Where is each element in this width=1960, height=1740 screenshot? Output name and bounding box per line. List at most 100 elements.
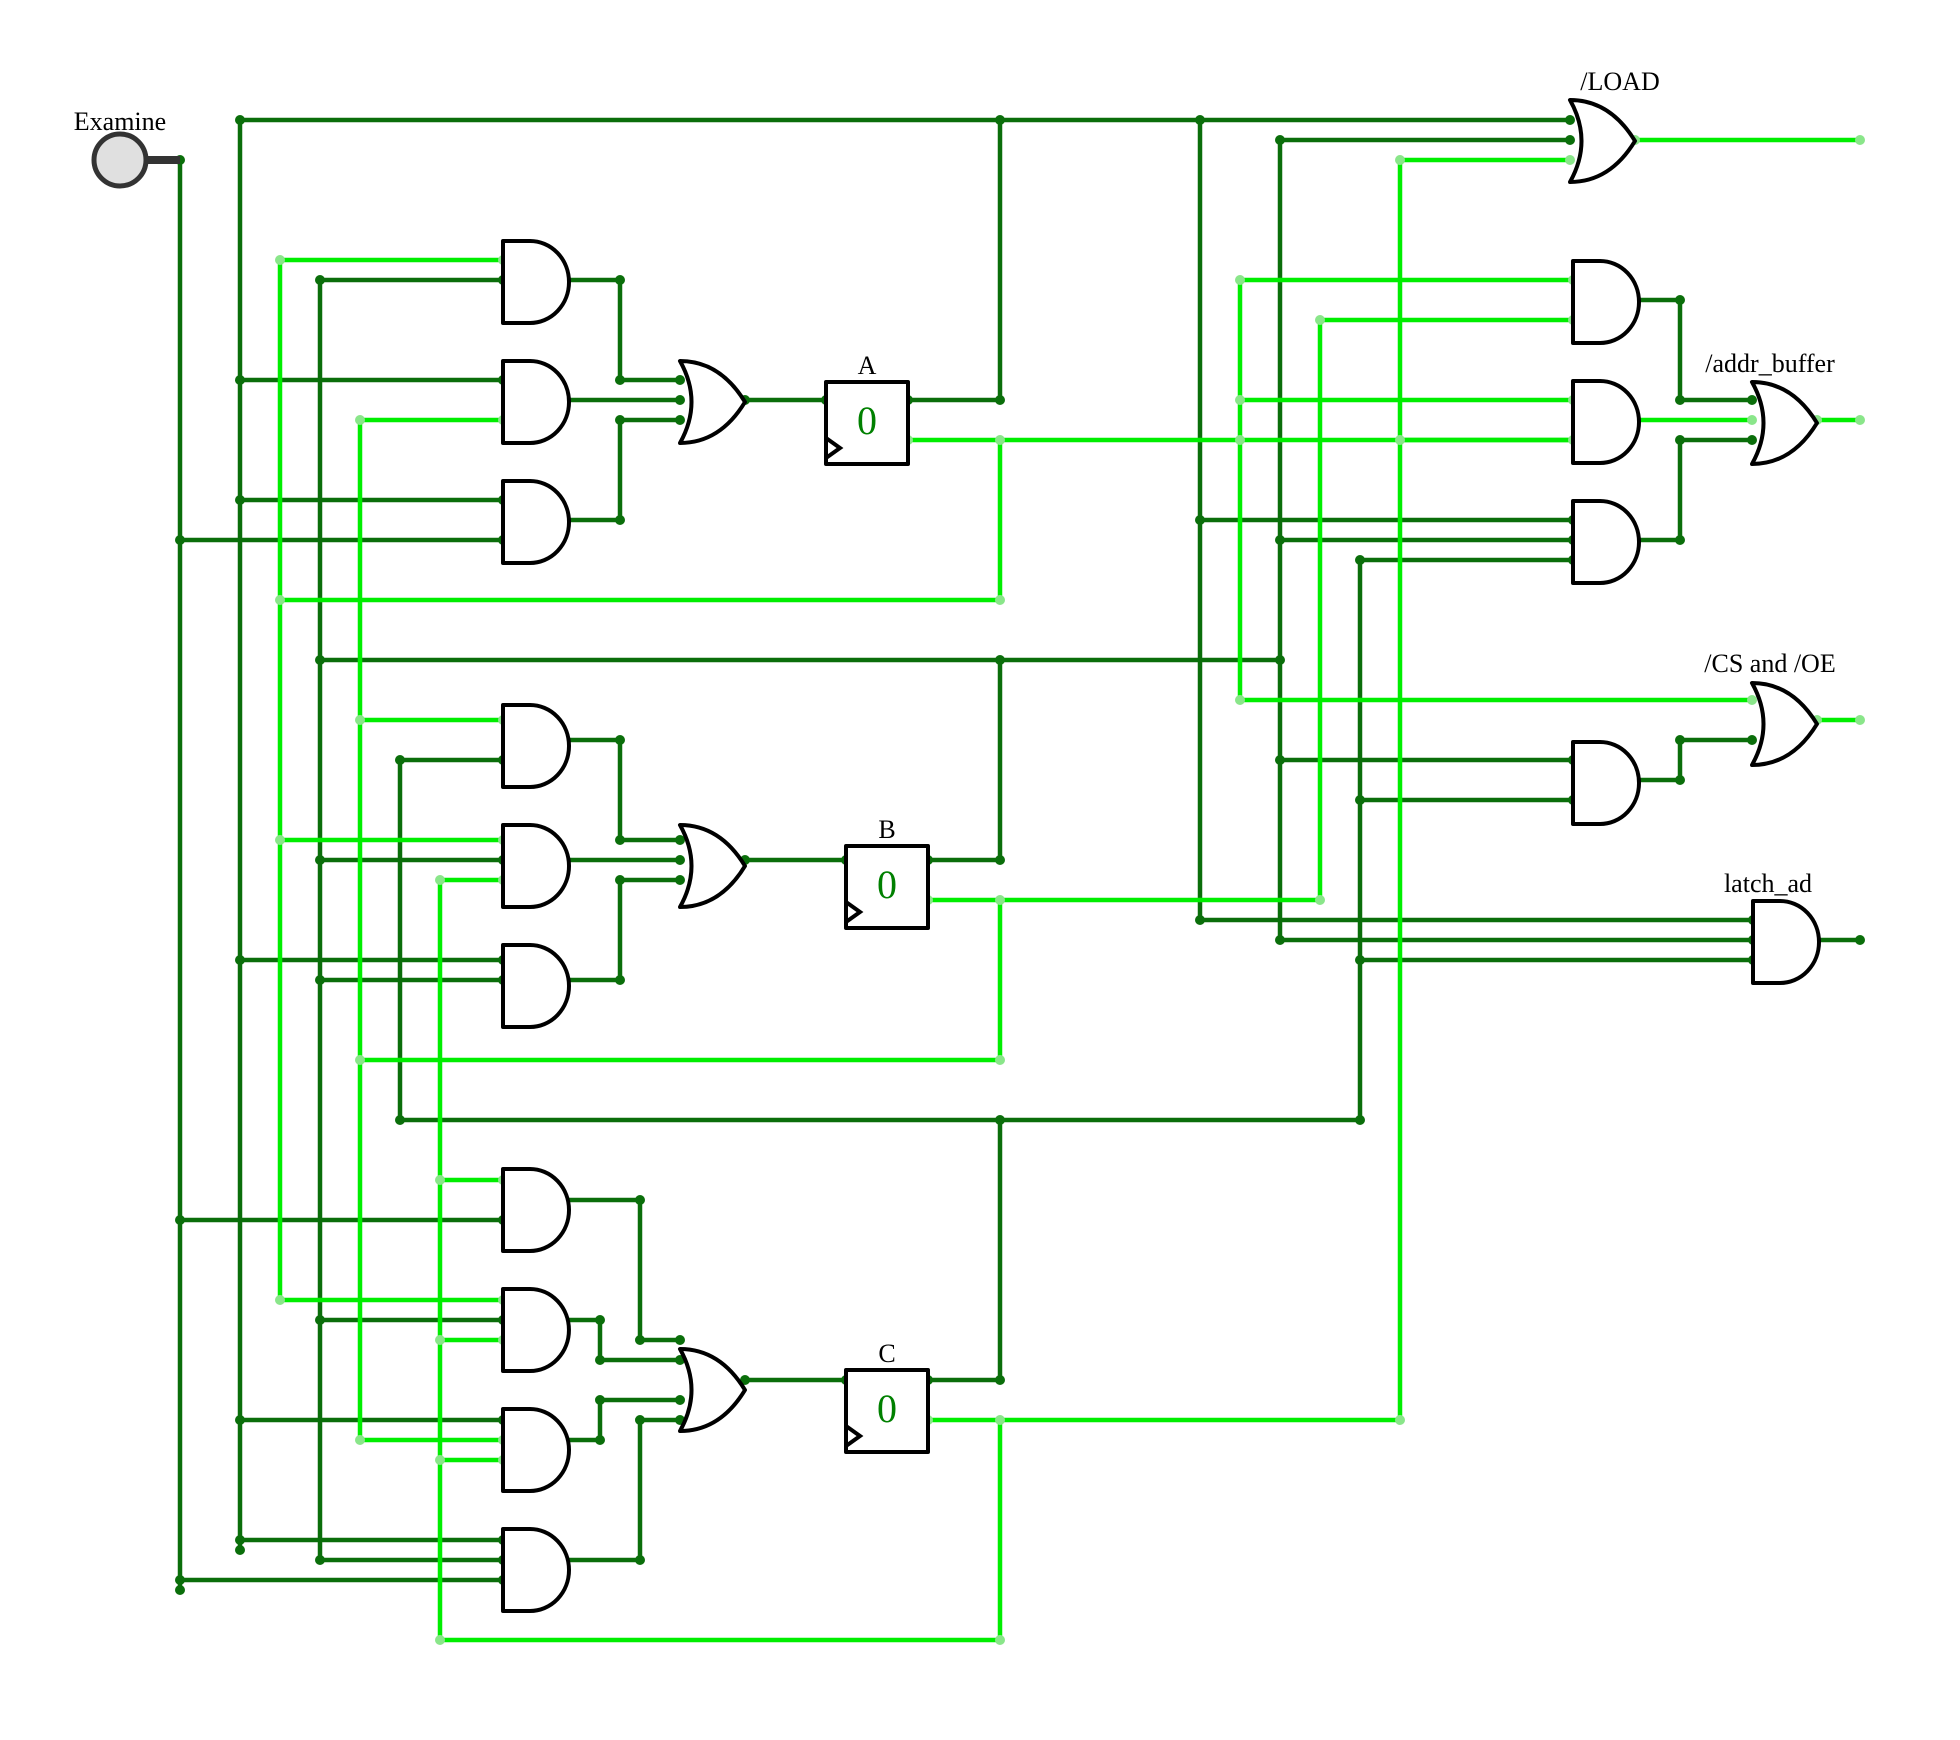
wire-junction-dot	[1235, 435, 1245, 445]
wire-junction-dot	[995, 855, 1005, 865]
wire-junction-dot	[615, 375, 625, 385]
wire-junction-dot	[275, 835, 285, 845]
or-gate-load	[1568, 98, 1637, 184]
wire-junction-dot	[615, 735, 625, 745]
wire-junction-dot	[175, 535, 185, 545]
wire-junction-dot	[1275, 655, 1285, 665]
wires-light-segment	[277, 437, 1003, 603]
examine-label: Examine	[74, 107, 166, 136]
wire-junction-dot	[1855, 135, 1865, 145]
examine-input[interactable]: Examine	[74, 107, 180, 189]
wire-junction-dot	[595, 1355, 605, 1365]
and-gate-a2	[501, 359, 571, 445]
wire-junction-dot	[235, 495, 245, 505]
and-gate-c3	[501, 1407, 571, 1493]
wire-junction-dot	[235, 955, 245, 965]
wire-junction-dot	[1195, 515, 1205, 525]
register-c-label: C	[878, 1339, 895, 1368]
wire-junction-dot	[435, 1335, 445, 1345]
and-gate-b1	[501, 703, 571, 789]
output-latch-ad-label: latch_ad	[1724, 869, 1812, 898]
wire-junction-dot	[675, 415, 685, 425]
wire-junction-dot	[1275, 755, 1285, 765]
high-signal-wires	[277, 137, 1863, 1643]
wire-junction-dot	[1675, 435, 1685, 445]
wire-junction-dot	[1235, 695, 1245, 705]
wires-dark-segment	[1627, 297, 1755, 403]
wire-junction-dot	[1747, 735, 1757, 745]
wire-junction-dot	[995, 1115, 1005, 1125]
wire-junction-dot	[995, 1055, 1005, 1065]
wire-junction-dot	[675, 395, 685, 405]
and-gate-out3	[1571, 499, 1641, 585]
wire-junction-dot	[275, 595, 285, 605]
wire-junction-dot	[1675, 395, 1685, 405]
wires-dark-segment	[1627, 437, 1755, 543]
wire-junction-dot	[435, 1455, 445, 1465]
wire-junction-dot	[435, 1175, 445, 1185]
wires-light-segment	[437, 1417, 1003, 1643]
wire-junction-dot	[355, 1055, 365, 1065]
wire-junction-dot	[235, 375, 245, 385]
wire-junction-dot	[675, 1395, 685, 1405]
wire-junction-dot	[615, 415, 625, 425]
output-load-label: /LOAD	[1580, 67, 1659, 96]
wire-junction-dot	[1355, 1115, 1365, 1125]
wire-junction-dot	[1395, 155, 1405, 165]
wire-junction-dot	[675, 855, 685, 865]
wire-junction-dot	[1747, 695, 1757, 705]
wire-junction-dot	[235, 1535, 245, 1545]
wire-junction-dot	[995, 1415, 1005, 1425]
wire-junction-dot	[315, 275, 325, 285]
and-gate-a3	[501, 479, 571, 565]
wire-junction-dot	[1315, 315, 1325, 325]
and-gate-out4	[1571, 740, 1641, 826]
and-gate-b3	[501, 943, 571, 1029]
wire-junction-dot	[1565, 155, 1575, 165]
wire-junction-dot	[315, 1315, 325, 1325]
wire-junction-dot	[1675, 735, 1685, 745]
wire-junction-dot	[355, 1435, 365, 1445]
wire-junction-dot	[1395, 1415, 1405, 1425]
wire-junction-dot	[1275, 135, 1285, 145]
wire-junction-dot	[1315, 895, 1325, 905]
wire-junction-dot	[635, 1335, 645, 1345]
wires-dark-segment	[1627, 737, 1755, 783]
wire-junction-dot	[1355, 555, 1365, 565]
wire-junction-dot	[1675, 295, 1685, 305]
and-gate-out1	[1571, 259, 1641, 345]
wire-junction-dot	[1355, 795, 1365, 805]
wire-junction-dot	[395, 1115, 405, 1125]
wire-junction-dot	[1747, 395, 1757, 405]
wire-junction-dot	[1395, 435, 1405, 445]
wire-junction-dot	[1235, 395, 1245, 405]
wire-junction-dot	[675, 835, 685, 845]
wire-junction-dot	[615, 875, 625, 885]
wires-dark-segment	[557, 877, 683, 983]
wires-dark-segment	[557, 417, 683, 523]
low-signal-wires	[177, 117, 1863, 1593]
register-b: B 0	[844, 815, 930, 930]
register-b-label: B	[878, 815, 895, 844]
wire-junction-dot	[995, 1375, 1005, 1385]
wire-junction-dot	[995, 655, 1005, 665]
or-gate-addr-buffer	[1750, 380, 1819, 466]
wire-junction-dot	[235, 115, 245, 125]
wire-junction-dot	[1355, 955, 1365, 965]
wire-junction-dot	[1275, 535, 1285, 545]
or-gate-c	[678, 1347, 747, 1433]
wire-junction-dot	[355, 415, 365, 425]
wire-junction-dot	[315, 655, 325, 665]
wire-junction-dot	[995, 395, 1005, 405]
register-c: C 0	[844, 1339, 930, 1454]
output-addr-buffer-label: /addr_buffer	[1705, 349, 1835, 378]
wire-junction-dot	[175, 1575, 185, 1585]
register-c-value: 0	[877, 1386, 897, 1431]
wire-junction-dot	[1275, 935, 1285, 945]
wire-junction-dot	[315, 855, 325, 865]
wires-dark-segment	[557, 1397, 683, 1443]
wire-junction-dot	[175, 1215, 185, 1225]
wires-dark-segment	[557, 737, 683, 843]
wire-junction-dot	[995, 1635, 1005, 1645]
examine-input-button[interactable]	[91, 131, 149, 189]
